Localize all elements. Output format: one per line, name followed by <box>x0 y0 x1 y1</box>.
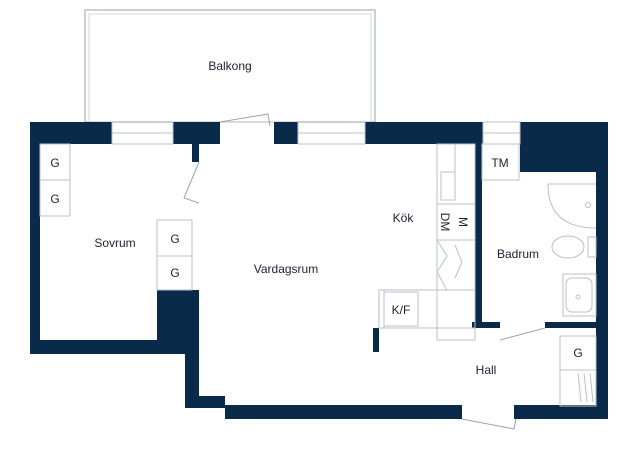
walls <box>30 122 608 419</box>
room-label-bedroom: Sovrum <box>94 236 135 250</box>
room-label-balcony: Balkong <box>208 59 251 73</box>
room-label-kitchen: Kök <box>393 211 415 225</box>
wardrobe-label: G <box>50 192 59 206</box>
wardrobe-label: G <box>170 266 179 280</box>
hall-wardrobe <box>559 335 597 407</box>
wardrobe-label: G <box>573 346 582 360</box>
room-label-living-room: Vardagsrum <box>254 262 318 276</box>
bathroom-fixtures <box>547 183 597 317</box>
room-label-hall: Hall <box>476 363 497 377</box>
kitchen-counter <box>378 143 476 341</box>
balcony <box>84 9 376 123</box>
washing-machine-label: TM <box>491 156 508 170</box>
room-label-bathroom: Badrum <box>497 247 539 261</box>
microwave-label: M <box>456 217 470 227</box>
doors <box>183 113 546 430</box>
fixture-boxes <box>383 143 520 327</box>
wardrobe-label: G <box>170 232 179 246</box>
wardrobes <box>39 143 193 291</box>
fridge-freezer-label: K/F <box>392 303 411 317</box>
wardrobe-label: G <box>50 156 59 170</box>
dishwasher-label: DM <box>438 213 452 232</box>
